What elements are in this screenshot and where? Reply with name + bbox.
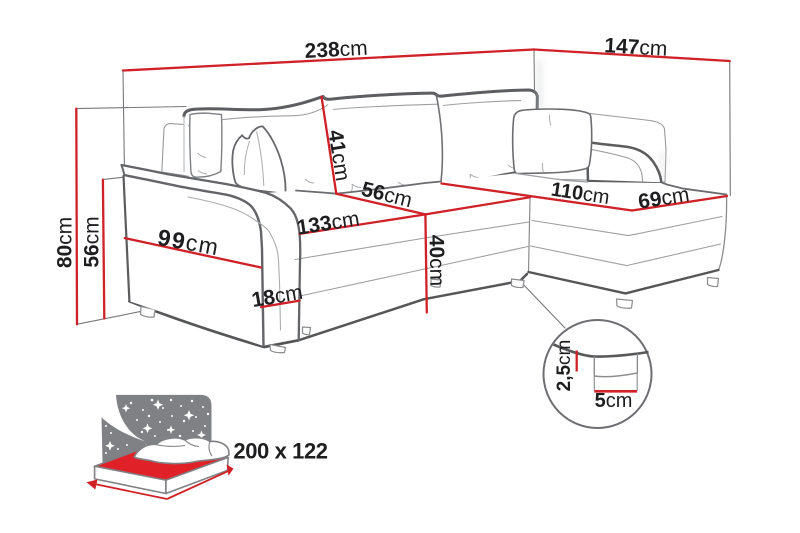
svg-text:56cm: 56cm <box>80 216 103 267</box>
svg-text:238cm: 238cm <box>304 37 368 63</box>
svg-text:99cm: 99cm <box>156 224 222 260</box>
svg-text:40cm: 40cm <box>425 235 449 287</box>
svg-text:5cm: 5cm <box>595 390 633 412</box>
svg-text:133cm: 133cm <box>295 207 361 239</box>
svg-text:147cm: 147cm <box>604 34 668 61</box>
svg-text:200 x 122: 200 x 122 <box>233 439 327 464</box>
svg-text:18cm: 18cm <box>250 281 304 312</box>
svg-text:110cm: 110cm <box>550 179 612 209</box>
svg-text:2,5cm: 2,5cm <box>554 340 575 392</box>
svg-text:80cm: 80cm <box>53 217 76 268</box>
svg-text:41cm: 41cm <box>323 128 354 182</box>
svg-text:69cm: 69cm <box>637 183 691 214</box>
